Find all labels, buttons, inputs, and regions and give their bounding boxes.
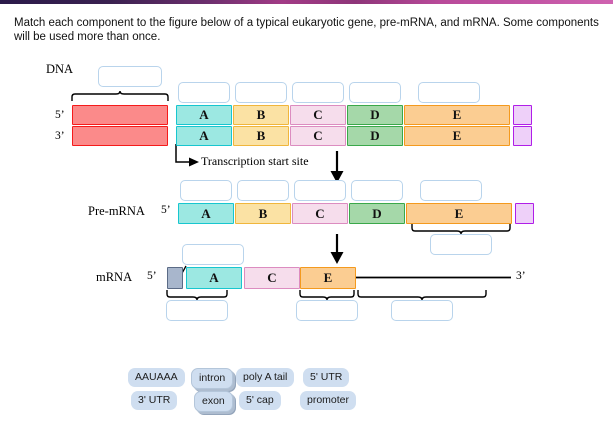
mrna-five-prime-cap	[167, 267, 183, 289]
dna-bottom-exon-b: B	[233, 126, 289, 146]
tss-elbow-line	[175, 144, 190, 163]
premrna-exon-e: E	[406, 203, 512, 224]
splicing-arrowhead	[330, 252, 344, 264]
dna-top-utr	[513, 105, 532, 125]
mrna-exon-e: E	[300, 267, 356, 289]
premrna-five-prime-label: 5’	[161, 204, 171, 216]
answer-box-mrna-cap[interactable]	[182, 244, 244, 265]
answer-box-premrna-4[interactable]	[351, 180, 403, 201]
chip-promoter[interactable]: promoter	[300, 391, 357, 410]
premrna-exon-c: C	[292, 203, 348, 224]
mrna-row-label: mRNA	[96, 270, 133, 284]
answer-box-premrna-1[interactable]	[180, 180, 232, 201]
transcription-start-site-label: Transcription start site	[201, 154, 309, 168]
dna-bottom-exon-a: A	[176, 126, 232, 146]
dna-bottom-promoter	[72, 126, 168, 146]
dna-five-prime-label: 5’	[55, 109, 65, 121]
premrna-row-label: Pre-mRNA	[88, 204, 145, 218]
premrna-exon-d: D	[349, 203, 405, 224]
dna-top-exon-b: B	[233, 105, 289, 125]
gene-expression-diagram: DNA 5’ 3’ A B C D E A B C D E Transcript…	[0, 52, 613, 352]
browser-chrome-strip	[0, 0, 613, 4]
answer-box-premrna-e[interactable]	[430, 234, 492, 255]
answer-box-dna-5[interactable]	[418, 82, 480, 103]
dna-top-exon-a: A	[176, 105, 232, 125]
mrna-e-bracket	[299, 290, 355, 301]
chip-5-cap[interactable]: 5' cap	[239, 391, 281, 410]
mrna-exon-a: A	[186, 267, 242, 289]
chip-poly-a-tail[interactable]: poly A tail	[236, 368, 295, 387]
dna-top-exon-c: C	[290, 105, 346, 125]
answer-box-premrna-3[interactable]	[294, 180, 346, 201]
mrna-three-prime-label: 3’	[516, 270, 526, 282]
answer-box-premrna-2[interactable]	[237, 180, 289, 201]
answer-box-dna-1[interactable]	[178, 82, 230, 103]
answer-box-dna-3[interactable]	[292, 82, 344, 103]
answer-box-mrna-tail-region[interactable]	[391, 300, 453, 321]
answer-box-dna-4[interactable]	[349, 82, 401, 103]
mrna-five-prime-label: 5’	[147, 270, 157, 282]
dna-top-promoter	[72, 105, 168, 125]
promoter-bracket	[71, 90, 169, 101]
chip-5-utr[interactable]: 5' UTR	[303, 368, 350, 387]
answer-box-promoter[interactable]	[98, 66, 162, 87]
answer-box-mrna-cap-region[interactable]	[166, 300, 228, 321]
question-prompt: Match each component to the figure below…	[14, 17, 599, 43]
chip-3-utr[interactable]: 3' UTR	[131, 391, 178, 410]
dna-bottom-exon-d: D	[347, 126, 403, 146]
dna-top-exon-d: D	[347, 105, 403, 125]
mrna-exon-c: C	[244, 267, 300, 289]
answer-box-premrna-5[interactable]	[420, 180, 482, 201]
premrna-e-bracket	[411, 224, 511, 235]
premrna-utr	[515, 203, 534, 224]
dna-top-exon-e: E	[404, 105, 510, 125]
dna-bottom-exon-e: E	[404, 126, 510, 146]
answer-bank: AAUAAA intron poly A tail 5' UTR 3' UTR …	[0, 358, 613, 418]
dna-three-prime-label: 3’	[55, 130, 65, 142]
chip-aauaaa[interactable]: AAUAAA	[128, 368, 185, 387]
tss-arrowhead	[189, 157, 199, 167]
dna-bottom-utr	[513, 126, 532, 146]
dna-row-label: DNA	[46, 62, 74, 76]
mrna-tail-bracket	[357, 290, 487, 301]
premrna-exon-a: A	[178, 203, 234, 224]
chip-exon[interactable]: exon	[194, 391, 233, 412]
dna-bottom-exon-c: C	[290, 126, 346, 146]
answer-box-mrna-e-region[interactable]	[296, 300, 358, 321]
premrna-exon-b: B	[235, 203, 291, 224]
chip-intron[interactable]: intron	[191, 368, 234, 389]
mrna-cap-bracket	[166, 290, 228, 301]
answer-box-dna-2[interactable]	[235, 82, 287, 103]
